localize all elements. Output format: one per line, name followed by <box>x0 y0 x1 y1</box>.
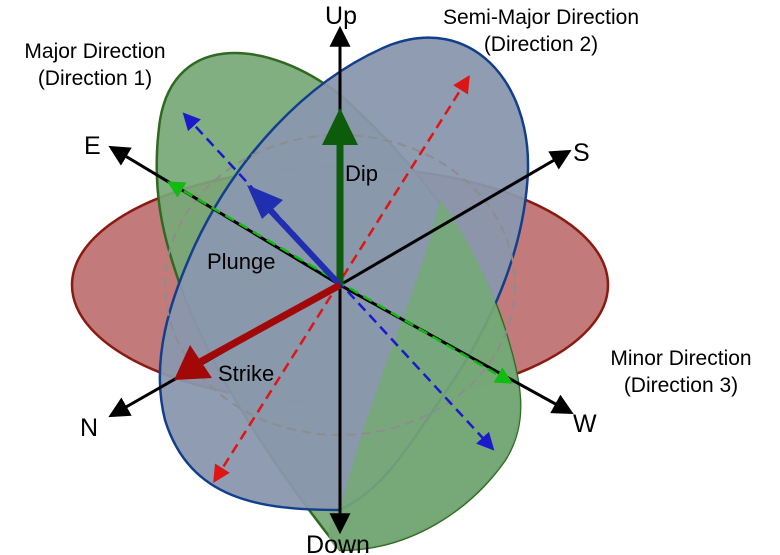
strike-arrow-head <box>174 345 212 380</box>
major-direction-sublabel: (Direction 1) <box>38 67 152 90</box>
major-direction-label: Major Direction <box>24 40 165 63</box>
minor-direction-sublabel: (Direction 3) <box>624 374 738 397</box>
strike-label: Strike <box>218 361 274 386</box>
plunge-arrow-shaft <box>265 205 343 288</box>
down-label: Down <box>306 531 370 555</box>
dip-label: Dip <box>345 161 378 186</box>
plunge-arrow-head <box>247 185 283 219</box>
minor-direction-label: Minor Direction <box>610 347 751 370</box>
strike-arrow-shaft <box>198 281 342 366</box>
plunge-label: Plunge <box>207 249 276 274</box>
south-label: S <box>573 139 590 167</box>
north-label: N <box>80 414 98 442</box>
dip-arrow-head <box>322 108 358 145</box>
semimajor-direction-label: Semi-Major Direction <box>443 6 639 29</box>
semimajor-direction-sublabel: (Direction 2) <box>484 33 598 56</box>
up-label: Up <box>325 2 357 30</box>
east-label: E <box>84 132 101 160</box>
west-label: W <box>573 410 597 438</box>
